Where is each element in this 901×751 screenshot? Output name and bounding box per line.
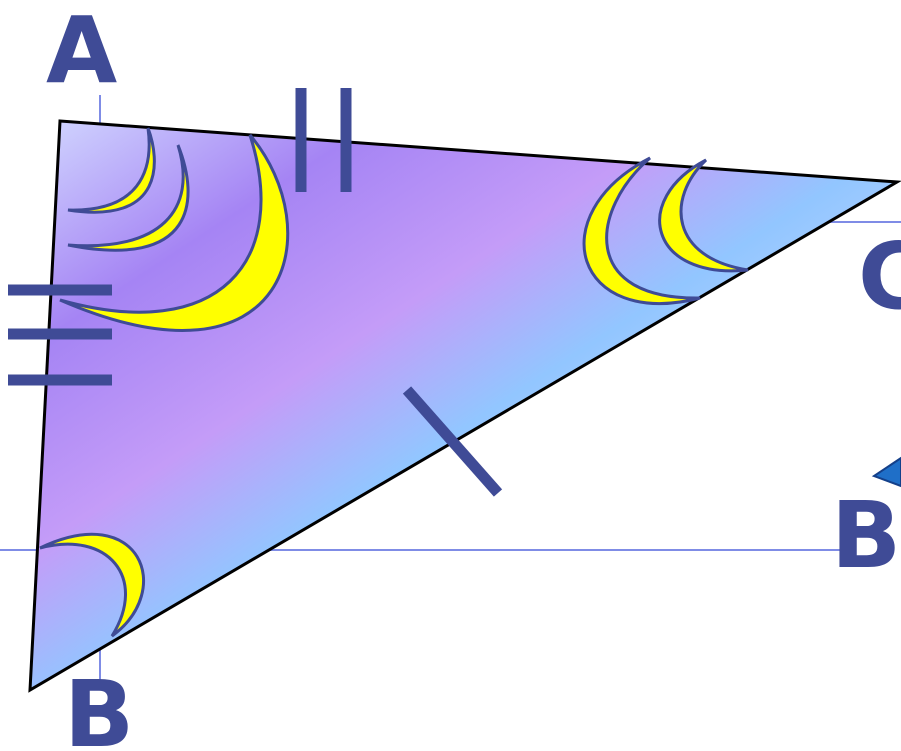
partial-blue-shape	[871, 456, 901, 488]
angle-arc-mark-a-1	[67, 127, 156, 214]
tick-mark-bc	[402, 386, 503, 497]
vertex-label-b: B	[64, 661, 134, 751]
angle-arc-mark-c-2	[658, 158, 749, 273]
vertex-label-b-right: B	[831, 482, 901, 589]
triangle	[28, 119, 901, 693]
vertex-label-a: A	[46, 0, 117, 104]
angle-arc-mark-a-2	[67, 144, 190, 252]
angle-arc-mark-a-3	[59, 134, 290, 332]
angle-arc-mark-b	[39, 532, 146, 638]
vertex-label-c-partial: C	[858, 223, 901, 330]
angle-arc-mark-c-1	[582, 156, 701, 305]
